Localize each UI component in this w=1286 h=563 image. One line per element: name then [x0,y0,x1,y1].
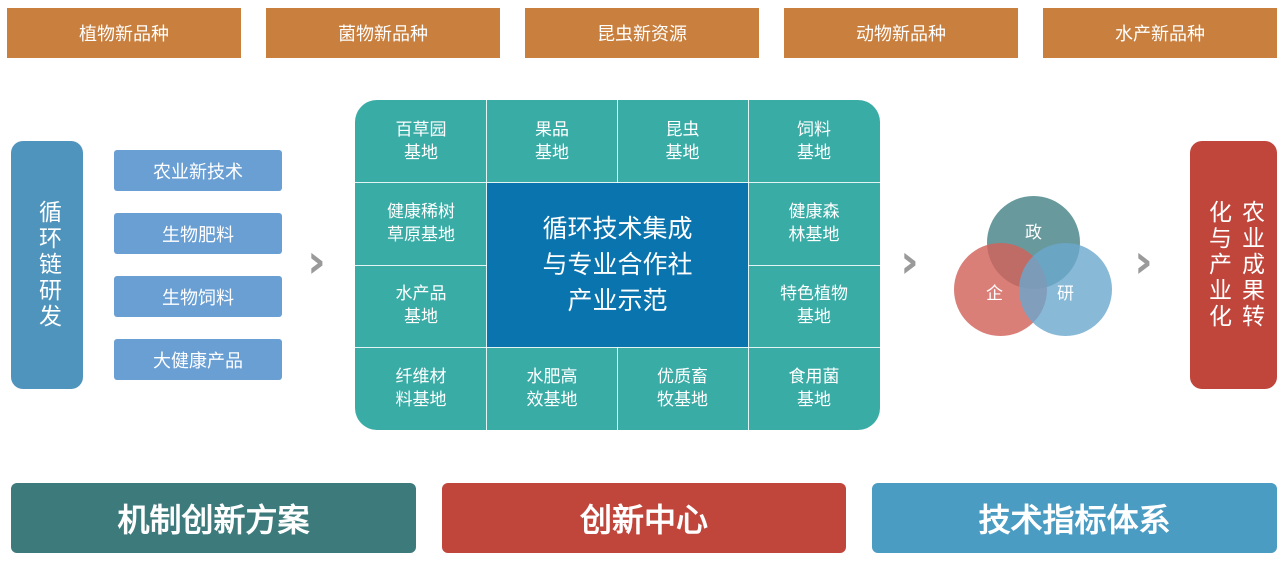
grid-divider [748,265,880,266]
venn-enterprise-label: 企 [986,284,1003,304]
grid-cell: 纤维材 料基地 [395,366,447,410]
grid-cell: 健康森 林基地 [788,202,840,245]
grid-cell: 果品 基地 [535,119,569,163]
chevron-right-icon: › [307,234,326,288]
grid-cell: 百草园 基地 [395,119,447,163]
tech-item: 农业新技术 [114,150,282,191]
agri-achievement-box: 化与产业化 农业成果转 [1190,141,1277,389]
grid-cell: 饲料 基地 [797,119,831,163]
tech-item: 生物肥料 [114,213,282,254]
top-category-aquatic: 水产新品种 [1043,8,1277,58]
grid-cell: 食用菌 基地 [788,366,840,410]
grid-cell: 水产品 基地 [395,284,447,327]
tech-item: 大健康产品 [114,339,282,380]
tech-index-system-bar: 技术指标体系 [872,483,1277,553]
grid-cell: 优质畜 牧基地 [657,366,708,410]
grid-cell: 特色植物 基地 [780,284,848,327]
grid-divider [355,265,487,266]
cycle-chain-rd-label: 循环链研发 [34,200,61,330]
top-category-fungi: 菌物新品种 [266,8,500,58]
top-category-insect: 昆虫新资源 [525,8,759,58]
top-category-plant: 植物新品种 [7,8,241,58]
base-grid: 百草园 基地 果品 基地 昆虫 基地 饲料 基地 健康稀树 草原基地 水产品 基… [355,100,880,430]
grid-cell: 健康稀树 草原基地 [387,202,455,245]
top-category-animal: 动物新品种 [784,8,1018,58]
grid-cell: 昆虫 基地 [665,119,700,163]
venn-government-label: 政 [1025,223,1042,243]
chevron-right-icon: › [900,234,919,288]
agri-achievement-col-1: 化与产业化 [1204,200,1231,330]
grid-center-demo: 循环技术集成 与专业合作社 产业示范 [487,183,748,347]
venn-research-circle: 研 [1019,243,1112,336]
venn-research-label: 研 [1057,284,1074,304]
grid-divider [486,100,487,430]
innovation-center-bar: 创新中心 [442,483,846,553]
cycle-chain-rd-box: 循环链研发 [11,141,83,389]
agri-achievement-col-2: 农业成果转 [1237,200,1264,330]
chevron-right-icon: › [1134,234,1153,288]
mechanism-innovation-bar: 机制创新方案 [11,483,416,553]
tech-item: 生物饲料 [114,276,282,317]
grid-divider [748,100,749,430]
grid-divider [617,347,618,430]
grid-divider [617,100,618,183]
grid-cell: 水肥高 效基地 [526,366,578,410]
